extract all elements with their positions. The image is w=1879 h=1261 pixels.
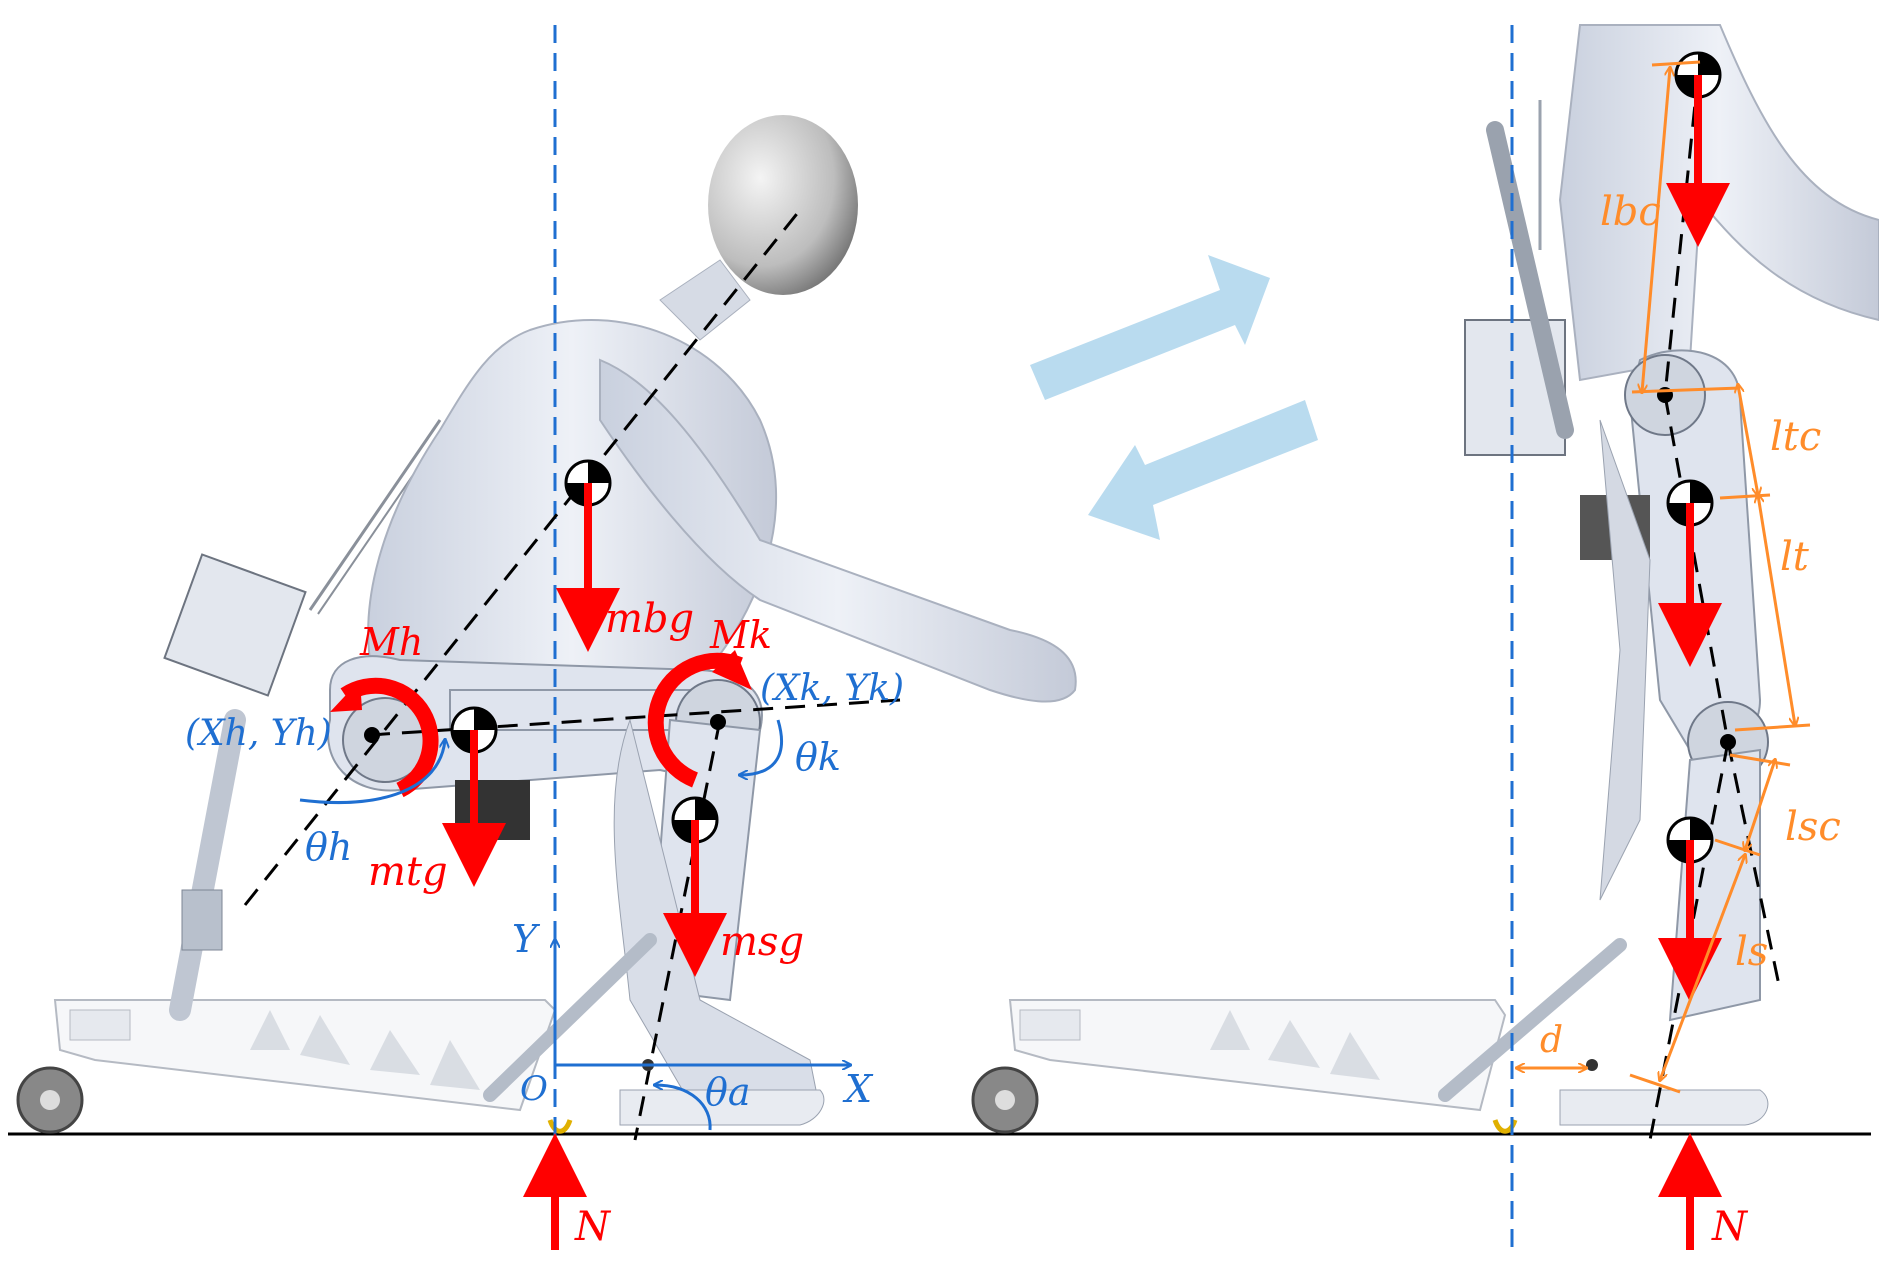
hip-angle-label: θh bbox=[305, 825, 352, 869]
thigh-length-label: lt bbox=[1780, 534, 1810, 580]
body-com-length-label: lbc bbox=[1600, 189, 1661, 235]
ankle-angle-arc bbox=[655, 1085, 712, 1131]
hip-joint bbox=[364, 727, 380, 743]
base-frame-right bbox=[971, 999, 1507, 1134]
foot-right bbox=[1559, 1089, 1769, 1126]
base-frame-left bbox=[16, 999, 557, 1134]
shank-right bbox=[1668, 748, 1761, 1022]
arrow-right-up-icon bbox=[1030, 255, 1270, 400]
transition-arrows bbox=[1030, 255, 1318, 540]
ankle-angle-label: θa bbox=[705, 1070, 751, 1114]
x-axis-label: X bbox=[842, 1067, 874, 1111]
ground-reaction-label-left: N bbox=[574, 1204, 612, 1250]
knee-moment-arrow bbox=[647, 652, 743, 788]
origin-label: O bbox=[520, 1069, 548, 1109]
body-weight-label: mbg bbox=[605, 596, 694, 642]
left-view: mbg mtg msg N Mh Mk (Xh, Yh) (Xk, Yk) O … bbox=[8, 25, 1871, 1250]
shank-com-length-label: lsc bbox=[1785, 804, 1841, 850]
knee-joint bbox=[710, 714, 726, 730]
head bbox=[708, 115, 858, 295]
y-axis-label: Y bbox=[512, 917, 541, 961]
length-dimensions bbox=[1517, 60, 1811, 1094]
foot bbox=[619, 1089, 825, 1126]
ground-reaction-label-right: N bbox=[1711, 1204, 1749, 1250]
right-view: lbc ltc lt lsc ls d N bbox=[971, 24, 1879, 1250]
hip-point-label: (Xh, Yh) bbox=[185, 713, 332, 754]
hip-moment-arrow bbox=[340, 677, 439, 798]
hip-moment-label: Mh bbox=[359, 620, 423, 664]
shank-length-label: ls bbox=[1735, 929, 1768, 975]
knee-angle-arc bbox=[740, 719, 784, 775]
thigh-com-length-label: ltc bbox=[1770, 414, 1821, 460]
shank-weight-label: msg bbox=[720, 919, 804, 965]
knee-moment-label: Mk bbox=[709, 613, 772, 657]
knee-point-label: (Xk, Yk) bbox=[760, 668, 904, 709]
arm bbox=[599, 358, 1077, 703]
offset-length-label: d bbox=[1540, 1020, 1563, 1061]
hip-angle-arc bbox=[299, 740, 445, 804]
support-strut bbox=[169, 709, 246, 1021]
arrow-left-down-icon bbox=[1088, 400, 1318, 540]
knee-angle-label: θk bbox=[795, 735, 841, 779]
thigh-weight-label: mtg bbox=[368, 849, 448, 895]
